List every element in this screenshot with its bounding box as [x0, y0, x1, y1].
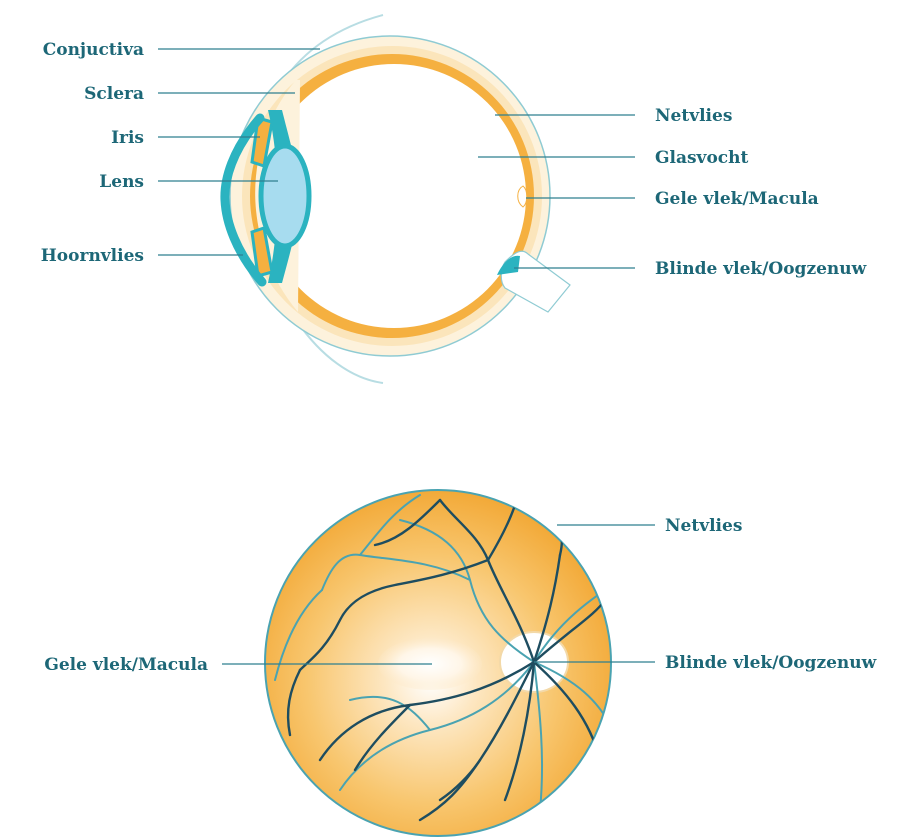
label-iris: Iris: [111, 128, 144, 148]
label-fundus-retina: Netvlies: [665, 516, 742, 536]
label-fundus-macula: Gele vlek/Macula: [44, 655, 208, 675]
fundus-view: Netvlies Gele vlek/Macula Blinde vlek/Oo…: [44, 490, 876, 836]
label-conjunctiva: Conjuctiva: [43, 40, 144, 60]
label-lens: Lens: [99, 172, 144, 192]
label-retina: Netvlies: [655, 106, 732, 126]
label-sclera: Sclera: [84, 84, 144, 104]
lens: [261, 146, 309, 246]
label-fundus-blind-spot: Blinde vlek/Oogzenuw: [665, 653, 877, 673]
label-vitreous: Glasvocht: [655, 148, 748, 168]
label-cornea: Hoornvlies: [41, 246, 144, 266]
label-macula: Gele vlek/Macula: [655, 189, 819, 209]
label-blind-spot: Blinde vlek/Oogzenuw: [655, 259, 867, 279]
eye-cross-section: Conjuctiva Sclera Iris Lens Hoornvlies N…: [41, 15, 867, 383]
